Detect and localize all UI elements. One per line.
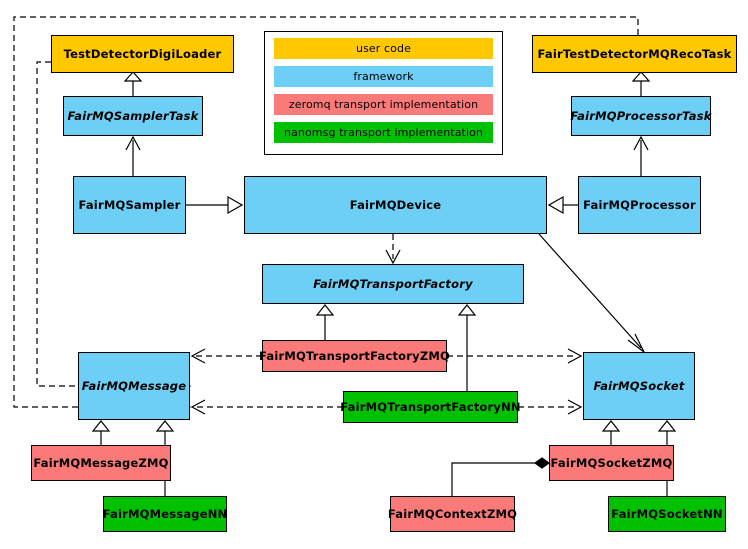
edge-socketzmq-composition-contextzmq bbox=[451, 457, 551, 496]
edge-transportfactorynn-to-transportfactory bbox=[457, 304, 477, 391]
edge-transportfactoryzmq-to-message bbox=[190, 348, 262, 364]
legend-label-nanomsg: nanomsg transport implementation bbox=[283, 126, 484, 139]
class-node-fairmqsocketnn[interactable]: FairMQSocketNN bbox=[608, 496, 726, 532]
class-node-fairmqmessagezmq[interactable]: FairMQMessageZMQ bbox=[31, 445, 171, 481]
class-node-testdetectordigiloader[interactable]: TestDetectorDigiLoader bbox=[51, 35, 234, 73]
class-node-fairtestdetectormqrecotask[interactable]: FairTestDetectorMQRecoTask bbox=[532, 35, 737, 73]
edge-sampler-to-samplertask bbox=[125, 135, 141, 176]
legend-label-user-code: user code bbox=[356, 42, 411, 55]
legend-label-framework: framework bbox=[353, 70, 414, 83]
class-node-fairmqsampler[interactable]: FairMQSampler bbox=[73, 176, 186, 234]
class-node-fairmqsocket[interactable]: FairMQSocket bbox=[583, 352, 695, 420]
edge-device-to-socket bbox=[538, 233, 645, 353]
legend-item-user-code: user code bbox=[274, 38, 493, 59]
edge-processor-to-processortask bbox=[633, 135, 649, 176]
edge-socketzmq-to-socket bbox=[601, 420, 621, 445]
class-node-fairmqsocketzmq[interactable]: FairMQSocketZMQ bbox=[549, 445, 674, 481]
class-node-fairmqprocessor[interactable]: FairMQProcessor bbox=[578, 176, 701, 234]
edge-transportfactorynn-to-socket bbox=[518, 399, 583, 415]
class-node-fairmqcontextzmq[interactable]: FairMQContextZMQ bbox=[388, 496, 517, 532]
legend-label-zeromq: zeromq transport implementation bbox=[288, 98, 479, 111]
legend-panel: user code framework zeromq transport imp… bbox=[264, 31, 503, 155]
edge-transportfactorynn-to-message bbox=[190, 399, 343, 415]
class-node-fairmqprocessortask[interactable]: FairMQProcessorTask bbox=[570, 96, 711, 136]
class-node-fairmqdevice[interactable]: FairMQDevice bbox=[244, 176, 547, 234]
class-node-fairmqtransportfactoryzmq[interactable]: FairMQTransportFactoryZMQ bbox=[259, 340, 450, 372]
edge-processortask-to-recotask bbox=[631, 71, 651, 96]
legend-item-framework: framework bbox=[274, 66, 493, 87]
edge-samplertask-to-digiloader bbox=[123, 71, 143, 96]
edge-sampler-to-device bbox=[186, 195, 244, 215]
edge-messagezmq-to-message bbox=[91, 420, 111, 445]
class-node-fairmqtransportfactory[interactable]: FairMQTransportFactory bbox=[262, 264, 524, 304]
edge-processor-to-device bbox=[547, 195, 578, 215]
edge-transportfactoryzmq-to-transportfactory bbox=[315, 304, 335, 340]
edge-device-to-transportfactory bbox=[385, 234, 401, 265]
class-node-fairmqmessagenn[interactable]: FairMQMessageNN bbox=[103, 496, 227, 532]
class-node-fairmqtransportfactorynn[interactable]: FairMQTransportFactoryNN bbox=[340, 391, 521, 423]
edge-transportfactoryzmq-to-socket bbox=[447, 348, 583, 364]
class-node-fairmqmessage[interactable]: FairMQMessage bbox=[78, 352, 190, 420]
legend-item-zeromq: zeromq transport implementation bbox=[274, 94, 493, 115]
class-node-fairmqsamplertask[interactable]: FairMQSamplerTask bbox=[63, 96, 203, 136]
legend-item-nanomsg: nanomsg transport implementation bbox=[274, 122, 493, 143]
